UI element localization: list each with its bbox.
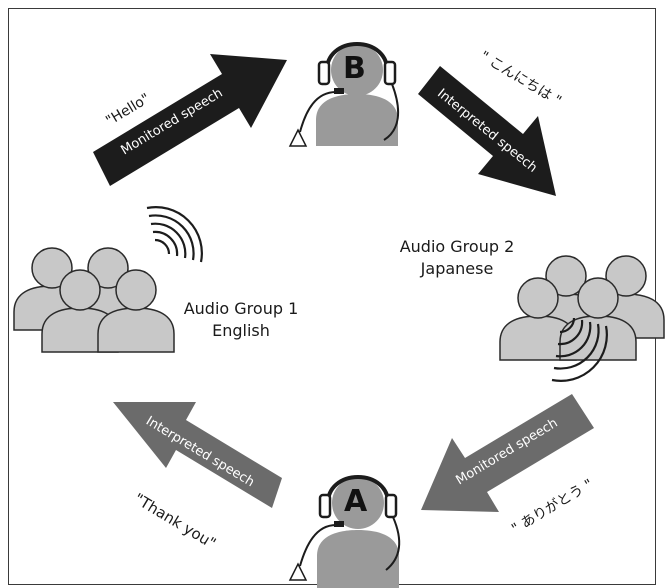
interpreter-a — [288, 475, 401, 588]
monitored-speech-arrow-bottom — [421, 394, 594, 512]
audio-group-1-language: English — [212, 321, 270, 340]
audio-group-2-name: Audio Group 2 — [399, 237, 515, 256]
interpreter-a-badge: A — [344, 484, 368, 519]
sound-wave-icon — [146, 206, 203, 263]
microphone-icon — [288, 521, 344, 581]
audio-group-1-name: Audio Group 1 — [183, 299, 299, 318]
interpreted-speech-arrow-bottom — [113, 402, 282, 508]
microphone-icon — [288, 88, 344, 147]
monitored-speech-arrow-top — [93, 54, 287, 186]
audio-group-2-label: Audio Group 2 Japanese — [382, 236, 532, 280]
audio-group-1-people — [13, 247, 175, 353]
audio-group-2-language: Japanese — [420, 259, 494, 278]
sound-wave-icon — [551, 317, 608, 382]
audio-group-1-label: Audio Group 1 English — [166, 298, 316, 342]
interpreter-b-badge: B — [343, 51, 366, 86]
interpreted-speech-arrow-top — [418, 66, 556, 196]
interpreter-b — [288, 42, 400, 147]
